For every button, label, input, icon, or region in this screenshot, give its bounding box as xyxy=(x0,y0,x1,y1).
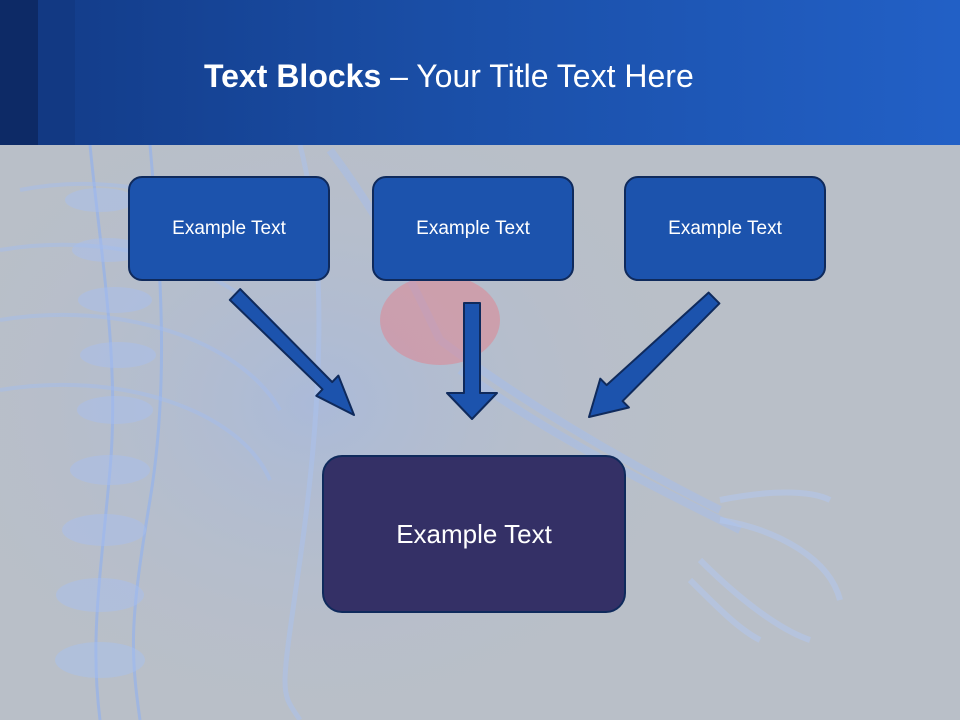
text-block-label: Example Text xyxy=(172,217,286,239)
header-stripe xyxy=(38,0,75,145)
arrow-down-left-icon xyxy=(588,291,721,418)
text-block-bottom[interactable]: Example Text xyxy=(322,455,626,613)
slide-title: Text Blocks – Your Title Text Here xyxy=(204,54,694,98)
text-block-top-center[interactable]: Example Text xyxy=(372,176,574,281)
arrow-down-right-icon xyxy=(228,288,355,416)
title-bar xyxy=(0,0,960,145)
slide-title-bold: Text Blocks xyxy=(204,58,382,94)
text-block-top-left[interactable]: Example Text xyxy=(128,176,330,281)
text-block-top-right[interactable]: Example Text xyxy=(624,176,826,281)
text-block-label: Example Text xyxy=(396,518,552,549)
slide-title-rest: Your Title Text Here xyxy=(416,58,694,94)
header-stripe xyxy=(0,0,38,145)
arrow-down-icon xyxy=(446,302,498,420)
text-block-label: Example Text xyxy=(668,217,782,239)
text-block-label: Example Text xyxy=(416,217,530,239)
slide-title-dash: – xyxy=(381,58,417,94)
